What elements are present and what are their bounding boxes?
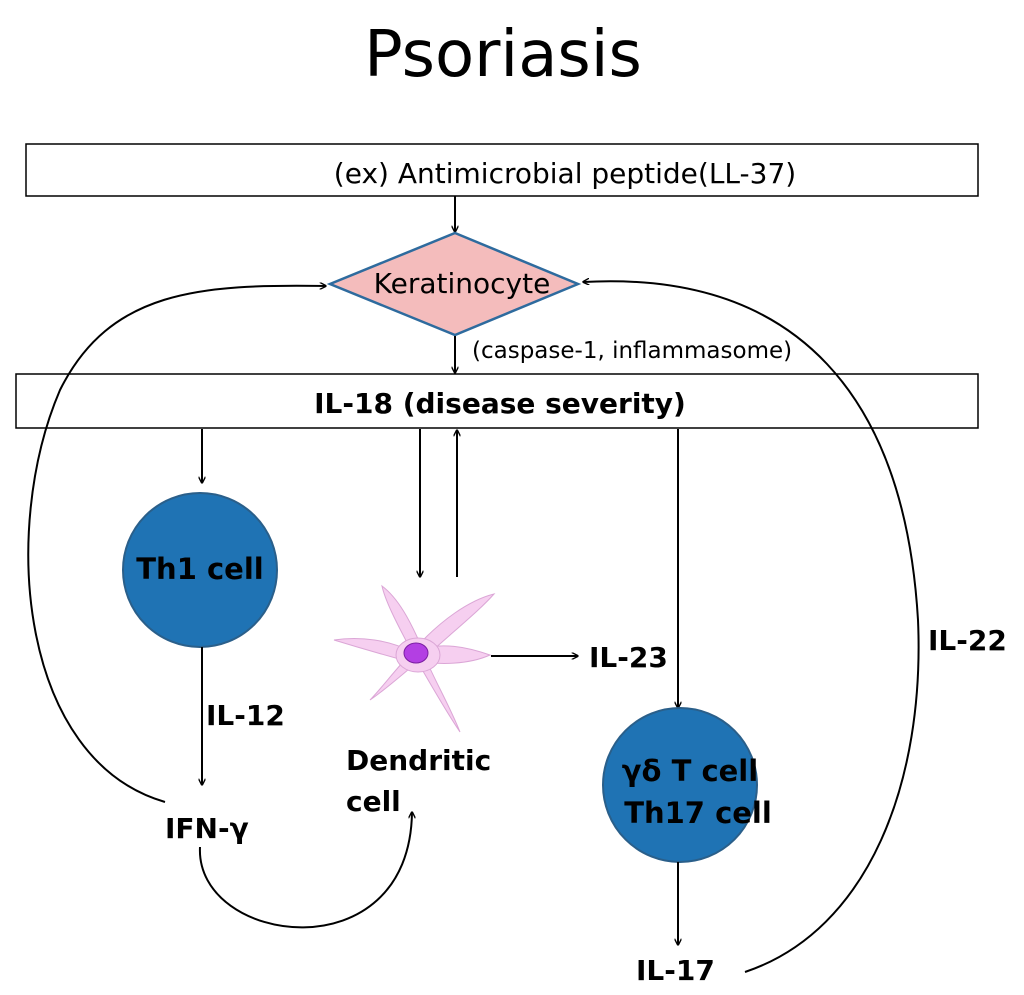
arrow-il17-to-keratinocyte bbox=[583, 281, 920, 973]
ifn-gamma-label: IFN-γ bbox=[165, 812, 249, 845]
keratinocyte-label: Keratinocyte bbox=[374, 267, 551, 300]
arrow-ifn-to-keratinocyte bbox=[27, 286, 326, 803]
il23-label: IL-23 bbox=[589, 641, 668, 674]
antimicrobial-peptide-box bbox=[25, 143, 979, 197]
dendritic-cell-nucleus bbox=[403, 642, 429, 664]
keratinocyte-diamond bbox=[326, 231, 582, 337]
diagram-title: Psoriasis bbox=[364, 18, 642, 92]
il18-label: IL-18 (disease severity) bbox=[314, 387, 686, 420]
gd-t-cell-label: γδ T cell bbox=[622, 754, 758, 788]
arrow-ifn-to-dendritic bbox=[198, 812, 412, 929]
il17-label: IL-17 bbox=[636, 954, 715, 987]
il12-label: IL-12 bbox=[206, 699, 285, 732]
il22-label: IL-22 bbox=[928, 624, 1007, 657]
th17-cell-label: Th17 cell bbox=[624, 796, 772, 830]
il18-box bbox=[15, 373, 979, 429]
antimicrobial-peptide-label: (ex) Antimicrobial peptide(LL-37) bbox=[334, 157, 796, 190]
dendritic-cell-label-line1: Dendritic bbox=[346, 744, 491, 777]
caspase-note: (caspase-1, inflammasome) bbox=[472, 338, 792, 364]
dendritic-cell-label-line2: cell bbox=[346, 785, 401, 818]
gd-t-th17-cell bbox=[602, 707, 758, 863]
dendritic-cell bbox=[333, 584, 496, 733]
th1-cell bbox=[122, 492, 278, 648]
th1-cell-label: Th1 cell bbox=[136, 552, 263, 586]
